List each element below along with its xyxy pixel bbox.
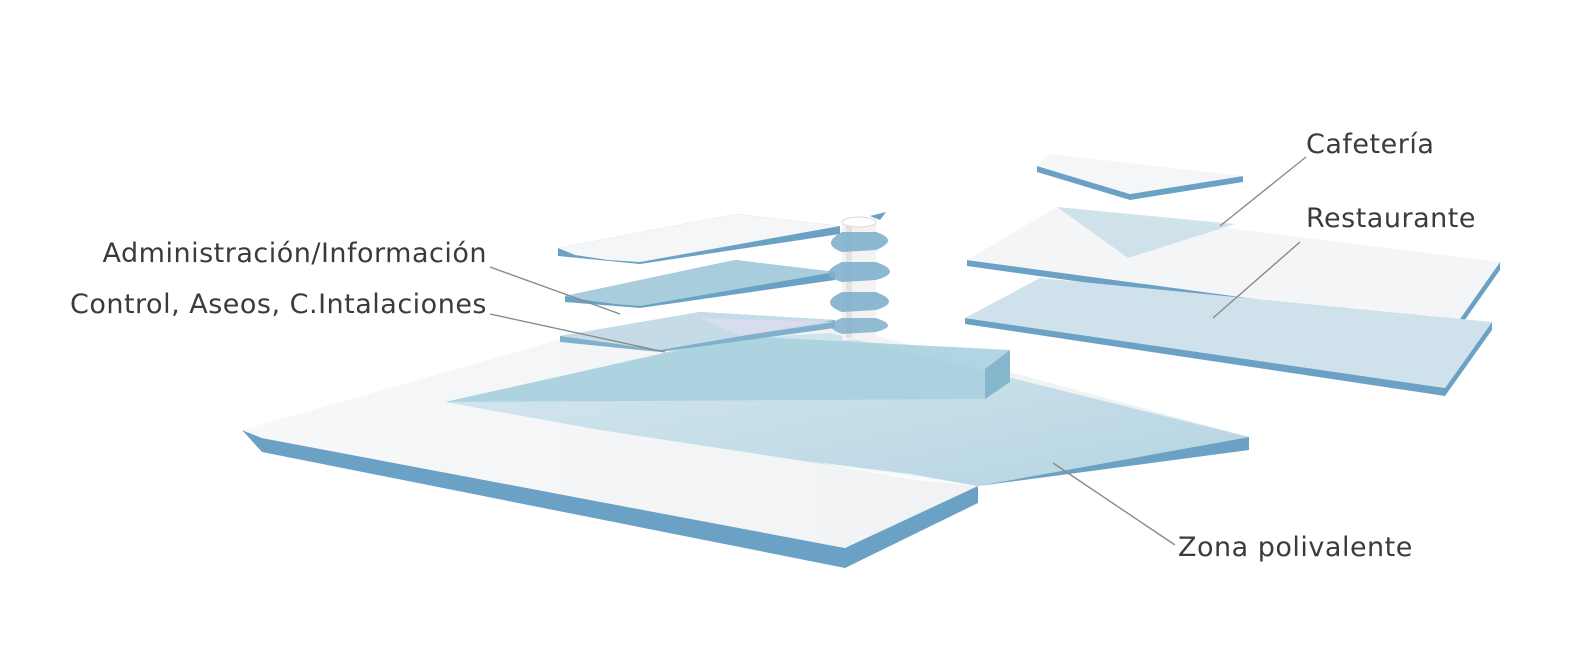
leader-cafeteria	[1219, 156, 1307, 227]
label-restaurante: Restaurante	[1306, 203, 1476, 234]
label-control: Control, Aseos, C.Intalaciones	[69, 289, 487, 320]
leader-administracion	[489, 266, 621, 315]
label-zona-polivalente: Zona polivalente	[1178, 532, 1413, 563]
mezzanine-lower	[560, 312, 835, 352]
label-cafeteria: Cafetería	[1306, 129, 1435, 160]
leader-zona	[1052, 462, 1176, 546]
label-administracion: Administración/Información	[102, 238, 487, 269]
spiral-staircase	[828, 212, 890, 340]
leader-lines	[489, 156, 1307, 546]
floor-middle	[565, 260, 835, 308]
leader-restaurante	[1212, 241, 1301, 319]
restaurante-lower-slab	[965, 278, 1492, 396]
leader-control	[489, 313, 666, 353]
ground-slab	[242, 323, 1249, 568]
cafeteria-slab	[1037, 154, 1243, 200]
floor-top	[558, 214, 840, 264]
